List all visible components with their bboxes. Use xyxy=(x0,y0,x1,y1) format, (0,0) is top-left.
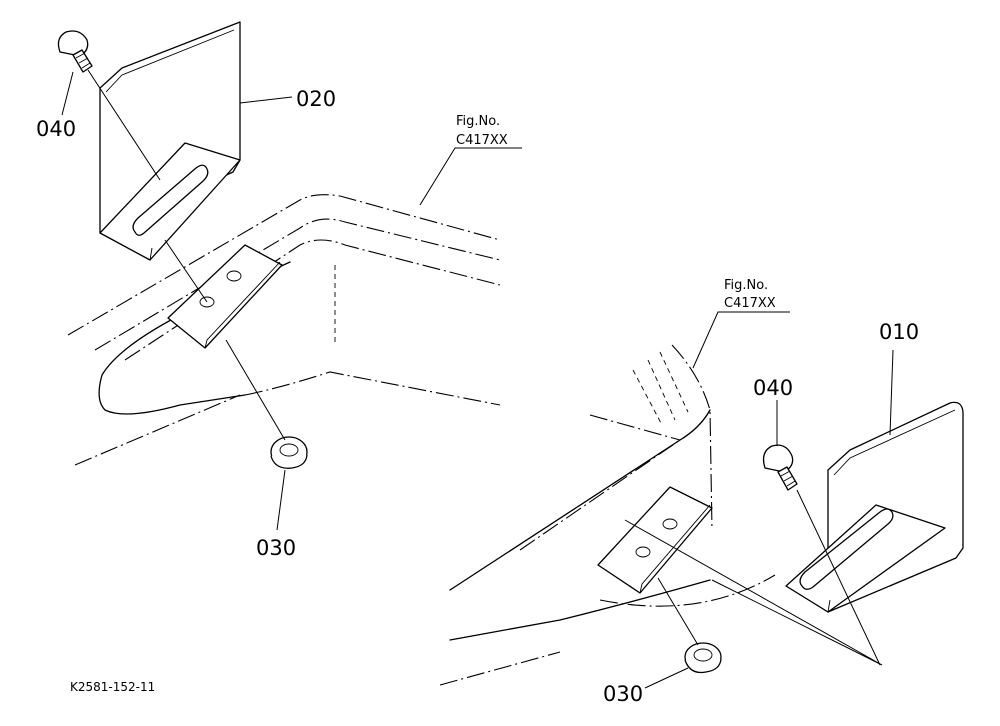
part-label-030-right: 030 xyxy=(603,682,643,706)
drawing-code: K2581-152-11 xyxy=(70,680,155,694)
figref-title-right: Fig.No. xyxy=(724,278,768,293)
bracket-020 xyxy=(99,21,241,261)
leader-030-right xyxy=(644,667,689,689)
part-label-010: 010 xyxy=(879,320,919,344)
right-frame xyxy=(439,344,776,686)
leader-020 xyxy=(239,96,293,104)
leader-040-left xyxy=(61,71,74,116)
right-plate xyxy=(597,486,713,594)
figref-code-right: C417XX xyxy=(724,296,776,311)
bracket-010 xyxy=(785,401,964,613)
right-washer-030 xyxy=(684,642,722,674)
part-label-020: 020 xyxy=(296,87,336,111)
figref-title-left: Fig.No. xyxy=(456,114,500,129)
part-label-040-right: 040 xyxy=(753,376,793,400)
part-label-040-left: 040 xyxy=(36,117,76,141)
figref-code-left: C417XX xyxy=(456,133,508,148)
leader-figref-right xyxy=(692,311,790,369)
leader-010 xyxy=(889,349,894,436)
left-bolt-040 xyxy=(57,30,93,73)
part-label-030-left: 030 xyxy=(256,536,296,560)
leader-figref-left xyxy=(419,147,522,206)
left-plate xyxy=(167,244,283,349)
left-washer-030 xyxy=(270,436,308,469)
leader-030-left xyxy=(276,469,286,531)
right-bolt-040 xyxy=(762,444,798,491)
